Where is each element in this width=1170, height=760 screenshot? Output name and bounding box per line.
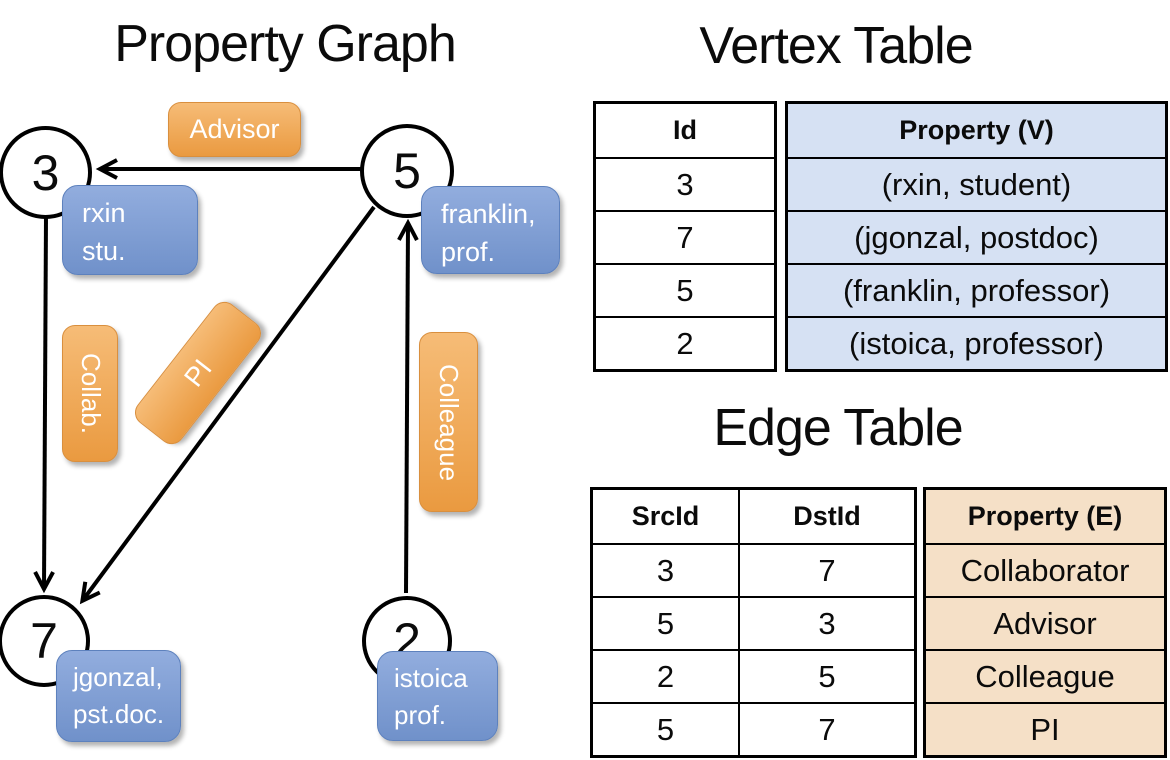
edge-table-srcid-cell: 5: [593, 596, 738, 649]
vertex-table-id-cell: 5: [596, 263, 774, 316]
edge-table-property-column: Property (E) Collaborator Advisor Collea…: [923, 487, 1167, 758]
vertex-node-3: 3: [0, 126, 92, 219]
edge-collab-line: [33, 215, 55, 594]
vertex-node-7-id: 7: [30, 613, 58, 669]
edge-table-srcid-header: SrcId: [631, 501, 700, 531]
property-graph-title: Property Graph: [114, 15, 457, 73]
edge-table-dstid-cell: 5: [738, 649, 914, 702]
property-box-rxin-line1: rxin: [82, 198, 126, 228]
vertex-table-property-column: Property (V) (rxin, student) (jgonzal, p…: [785, 101, 1168, 372]
property-box-franklin-line2: prof.: [441, 237, 496, 268]
property-box-rxin: rxin stu.: [62, 185, 198, 275]
edge-table-property-cell: Colleague: [926, 649, 1164, 702]
edge-table-srcid-cell: 5: [593, 702, 738, 755]
edge-table-title: Edge Table: [713, 399, 963, 457]
edge-label-advisor-text: Advisor: [189, 114, 280, 144]
property-box-franklin: franklin, prof.: [421, 186, 560, 274]
edge-colleague-line: [397, 218, 419, 594]
edge-table-srcid-cell: 2: [593, 649, 738, 702]
edge-table-property-cell: Advisor: [926, 596, 1164, 649]
property-box-rxin-line2: stu.: [82, 236, 126, 267]
property-box-franklin-line1: franklin,: [441, 199, 536, 229]
edge-label-advisor: Advisor: [168, 102, 301, 157]
edge-pi-line: [79, 205, 376, 605]
edge-label-colleague-text: Colleague: [434, 363, 464, 481]
vertex-table-property-header: Property (V): [899, 115, 1054, 145]
edge-table-property-header: Property (E): [967, 501, 1123, 531]
edge-table-dstid-header: DstId: [738, 490, 914, 543]
property-box-jgonzal-line2: pst.doc.: [73, 698, 165, 729]
vertex-table-id-cell: 2: [596, 316, 774, 369]
property-box-istoica-line1: istoica: [394, 663, 468, 693]
vertex-table-property-cell: (istoica, professor): [788, 316, 1165, 369]
vertex-table-property-cell: (rxin, student): [788, 157, 1165, 210]
edge-table-dstid-cell: 7: [738, 702, 914, 755]
vertex-table-id-cell: 7: [596, 210, 774, 263]
vertex-node-3-id: 3: [31, 144, 60, 201]
vertex-table-id-cell: 3: [596, 157, 774, 210]
edge-table-srcid-cell: 3: [593, 543, 738, 596]
property-box-istoica-line2: prof.: [394, 699, 447, 730]
edge-table-id-columns: SrcId DstId 3 7 5 3 2 5 5 7: [590, 487, 917, 758]
edge-label-colleague: Colleague: [419, 332, 478, 512]
vertex-table-property-cell: (franklin, professor): [788, 263, 1165, 316]
vertex-node-5-id: 5: [393, 143, 421, 199]
vertex-table-title: Vertex Table: [699, 17, 973, 75]
edge-table-dstid-cell: 3: [738, 596, 914, 649]
edge-table-property-cell: Collaborator: [926, 543, 1164, 596]
vertex-table-id-header: Id: [673, 115, 697, 145]
edge-label-collab-text: Collab.: [75, 353, 106, 434]
property-box-istoica: istoica prof.: [377, 651, 498, 741]
edge-table-dstid-cell: 7: [738, 543, 914, 596]
vertex-table-id-column: Id 3 7 5 2: [593, 101, 777, 372]
edge-label-collab: Collab.: [62, 325, 118, 462]
vertex-table-property-cell: (jgonzal, postdoc): [788, 210, 1165, 263]
property-box-jgonzal: jgonzal, pst.doc.: [56, 650, 181, 742]
property-box-jgonzal-line1: jgonzal,: [73, 662, 163, 692]
edge-label-pi-text: PI: [177, 353, 218, 392]
edge-table-property-cell: PI: [926, 702, 1164, 755]
